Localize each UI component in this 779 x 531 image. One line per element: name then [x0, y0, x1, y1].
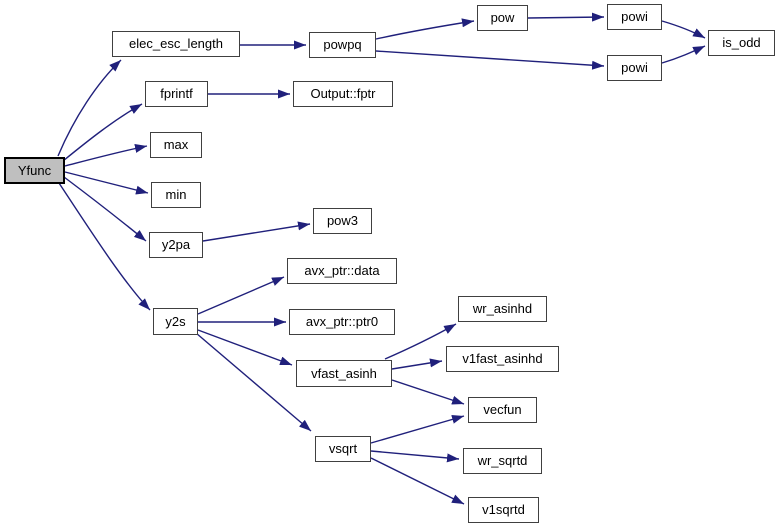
edge-yfunc-min [64, 171, 149, 195]
node-powpq[interactable]: powpq [309, 32, 376, 58]
node-is_odd[interactable]: is_odd [708, 30, 775, 56]
node-avx_ptr_ptr0[interactable]: avx_ptr::ptr0 [289, 309, 395, 335]
edge-pow-powi_top [527, 12, 605, 22]
edge-vfast_asinh-vecfun [391, 379, 465, 405]
edge-vsqrt-vecfun [370, 415, 465, 444]
node-wr_asinhd[interactable]: wr_asinhd [458, 296, 547, 322]
edge-yfunc-y2s [58, 182, 151, 311]
node-pow3[interactable]: pow3 [313, 208, 372, 234]
edge-powi_bottom-is_odd [661, 45, 706, 64]
node-min[interactable]: min [151, 182, 201, 208]
node-y2s[interactable]: y2s [153, 308, 198, 335]
edge-y2s-vsqrt [195, 332, 312, 432]
node-y2pa[interactable]: y2pa [149, 232, 203, 258]
edge-yfunc-elec_esc_length [57, 59, 122, 157]
edge-yfunc-fprintf [62, 103, 143, 162]
edge-powi_top-is_odd [661, 20, 706, 39]
node-vecfun[interactable]: vecfun [468, 397, 537, 423]
node-yfunc: Yfunc [4, 157, 65, 184]
node-wr_sqrtd[interactable]: wr_sqrtd [463, 448, 542, 474]
edge-powpq-pow [375, 18, 475, 40]
node-v1sqrtd[interactable]: v1sqrtd [468, 497, 539, 523]
edge-vfast_asinh-v1fast_asinhd [391, 358, 443, 370]
edge-y2pa-pow3 [202, 221, 311, 242]
edge-powpq-powi_bottom [375, 50, 605, 70]
node-vfast_asinh[interactable]: vfast_asinh [296, 360, 392, 387]
edge-vfast_asinh-wr_asinhd [384, 323, 457, 360]
node-powi-top[interactable]: powi [607, 4, 662, 30]
node-output_fptr[interactable]: Output::fptr [293, 81, 393, 107]
node-fprintf[interactable]: fprintf [145, 81, 208, 107]
node-powi-bottom[interactable]: powi [607, 55, 662, 81]
edge-y2s-vfast_asinh [197, 329, 293, 366]
edge-vsqrt-v1sqrtd [370, 457, 465, 505]
node-vsqrt[interactable]: vsqrt [315, 436, 371, 462]
edge-yfunc-y2pa [63, 176, 147, 242]
node-elec_esc_length[interactable]: elec_esc_length [112, 31, 240, 57]
node-avx_ptr_data[interactable]: avx_ptr::data [287, 258, 397, 284]
edge-yfunc-max [64, 144, 148, 167]
edge-y2s-avx_ptr_data [197, 276, 285, 315]
node-v1fast_asinhd[interactable]: v1fast_asinhd [446, 346, 559, 372]
edge-vsqrt-wr_sqrtd [370, 450, 460, 463]
node-pow[interactable]: pow [477, 5, 528, 31]
node-max[interactable]: max [150, 132, 202, 158]
